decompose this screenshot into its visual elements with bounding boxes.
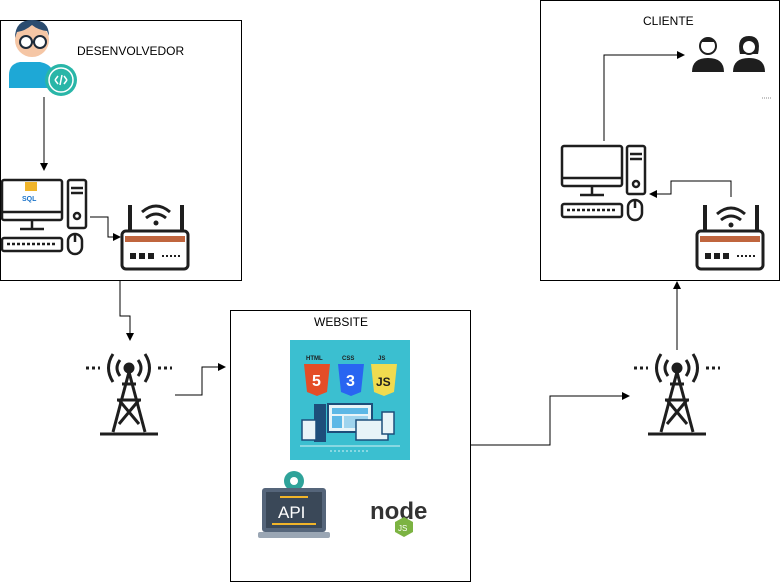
arrow-router-to-tower [119,281,134,341]
sql-label: SQL [22,196,37,203]
js-shield-icon [371,364,397,396]
svg-text:5: 5 [312,373,321,390]
woman-user-icon [733,36,765,72]
arrow-website-to-tower [470,392,630,446]
svg-text:3: 3 [346,373,355,390]
html5-shield-icon [304,364,330,396]
sql-database-icon: SQL [22,182,37,203]
arrow-pc-to-users [603,51,685,141]
radio-tower-left-icon [86,353,172,436]
js-badge-label: JS [378,356,385,362]
client-title: CLIENTE [643,14,694,28]
css3-shield-icon [338,364,364,396]
man-user-icon [692,37,724,72]
css-badge-label: CSS [342,356,354,362]
arrow-router-to-pc [649,180,732,198]
radio-tower-right-icon [634,353,720,436]
client-computer-icon [560,144,647,222]
api-laptop-icon: API [258,471,330,538]
developer-avatar-icon [9,20,77,96]
connectors [40,51,732,446]
api-label: API [278,503,305,522]
developer-title: DESENVOLVEDOR [77,44,185,58]
arrow-pc-to-router [90,216,121,241]
svg-text:JS: JS [398,524,407,533]
nodejs-logo: node JS [370,498,427,537]
website-title: WEBSITE [314,315,369,329]
arrow-tower-to-website [175,363,226,396]
developer-computer-icon [0,178,88,256]
client-router-icon [695,205,765,271]
html-badge-label: HTML [306,356,323,362]
svg-text:JS: JS [376,375,391,389]
web-technologies-image: HTML CSS JS 5 3 JS [290,340,410,460]
developer-router-icon [120,204,190,271]
